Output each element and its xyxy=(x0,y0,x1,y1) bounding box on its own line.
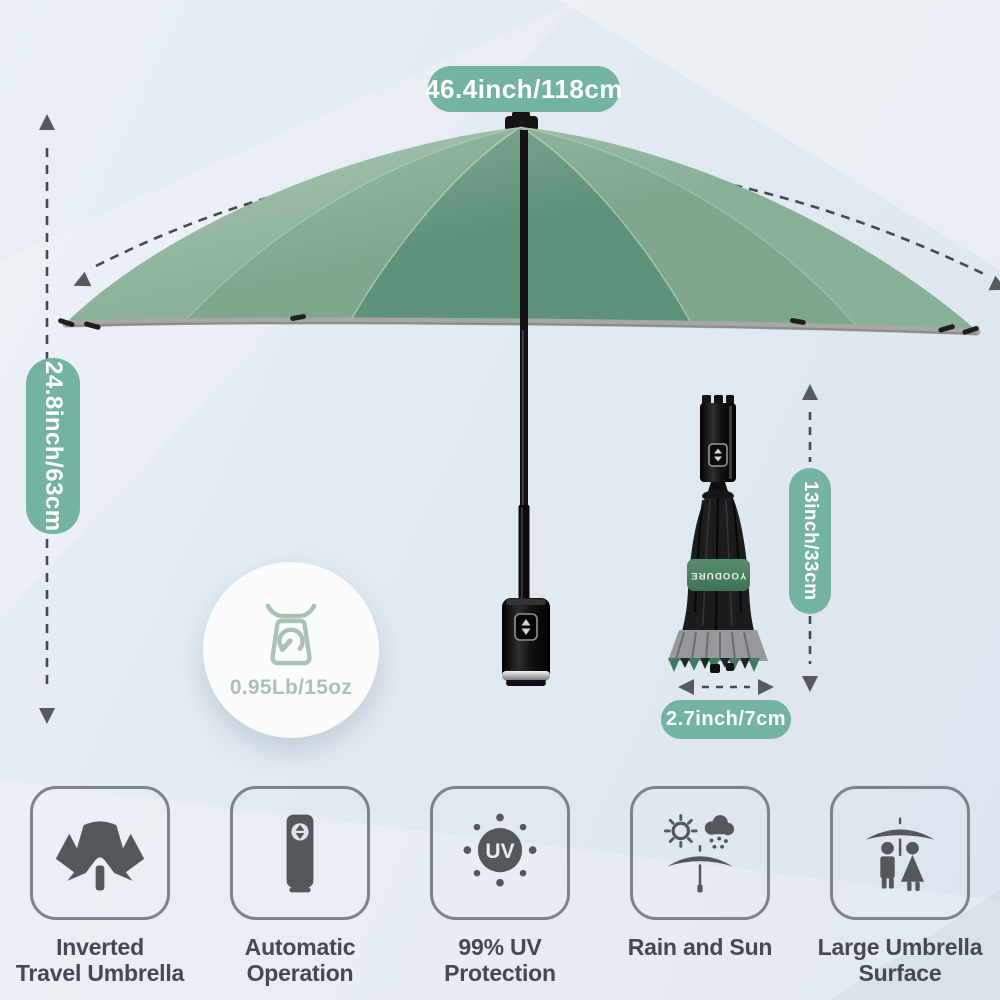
arrowhead xyxy=(802,384,818,400)
icon-frame xyxy=(30,786,170,920)
rain-sun-icon xyxy=(664,814,735,893)
brand-band: YOODURE xyxy=(687,559,750,591)
folded-height-label: 13inch/33cm xyxy=(789,468,831,614)
feature-label: Large Umbrella Surface xyxy=(817,934,983,986)
feature-label: 99% UV Protection xyxy=(444,934,556,986)
folded-umbrella xyxy=(668,395,768,673)
feature-label: Inverted Travel Umbrella xyxy=(15,934,185,986)
scale-icon xyxy=(265,603,317,665)
handle-button xyxy=(708,443,728,467)
icon-frame xyxy=(630,786,770,920)
arrowhead xyxy=(39,114,55,130)
inverted-umbrella-icon xyxy=(55,821,145,891)
icon-frame: UV xyxy=(430,786,570,920)
arrowhead xyxy=(73,271,92,287)
feature-uv-protection: UV 99% UV Protection xyxy=(400,786,600,987)
feature-row: Inverted Travel Umbrella Automatic Opera… xyxy=(0,786,1000,987)
uv-sun-icon: UV xyxy=(463,813,537,887)
weight-badge: 0.95Lb/15oz xyxy=(203,562,379,738)
feature-label: Automatic Operation xyxy=(244,934,356,986)
feature-automatic-operation: Automatic Operation xyxy=(200,786,400,987)
weight-label: 0.95Lb/15oz xyxy=(229,675,353,699)
feature-label: Rain and Sun xyxy=(627,934,773,960)
arrowhead xyxy=(988,275,1000,291)
feature-inverted-travel: Inverted Travel Umbrella xyxy=(0,786,200,987)
open-height-label: 24.8inch/63cm xyxy=(26,358,80,534)
arrowhead xyxy=(758,679,774,695)
icon-frame xyxy=(830,786,970,920)
handle-button xyxy=(514,613,538,641)
feature-large-surface: Large Umbrella Surface xyxy=(800,786,1000,987)
open-width-label: 46.4inch/118cm xyxy=(425,66,622,112)
arrowhead xyxy=(802,676,818,692)
arrowhead xyxy=(678,679,694,695)
uv-text: UV xyxy=(485,840,514,863)
open-umbrella xyxy=(58,111,981,686)
arrowhead xyxy=(39,708,55,724)
folded-width-label: 2.7inch/7cm xyxy=(661,700,791,739)
feature-rain-and-sun: Rain and Sun xyxy=(600,786,800,987)
automatic-handle-icon xyxy=(286,814,314,893)
couple-under-umbrella-icon xyxy=(865,817,935,891)
brand-logo-text: YOODURE xyxy=(690,569,747,581)
icon-frame xyxy=(230,786,370,920)
